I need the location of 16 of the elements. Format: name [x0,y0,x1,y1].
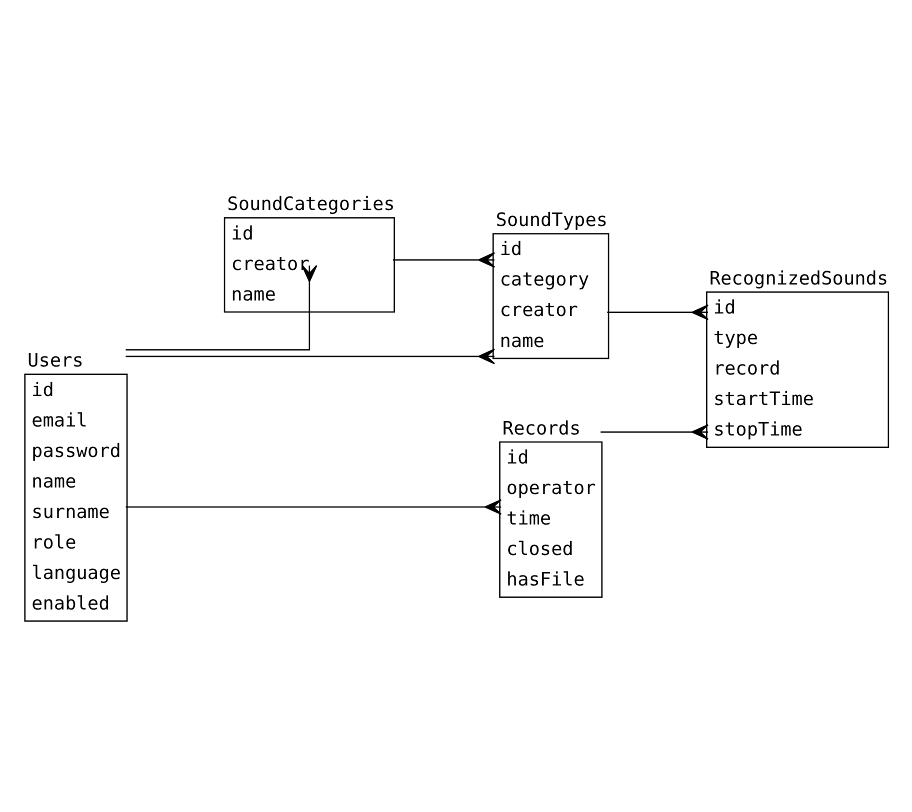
connector [607,304,709,320]
node-box: id operator time closed hasFile [499,440,603,598]
node-label: Users [28,350,84,372]
node-box: id email password name surname role language enabled [24,373,128,622]
node-label: SoundTypes [496,210,608,231]
node-box: id creator name [224,216,395,312]
connector [126,498,502,514]
connector [126,264,318,350]
node-label: Records [502,418,581,439]
node-box: id category creator name [492,232,610,359]
node-label: RecognizedSounds [709,268,888,289]
connector [600,424,709,440]
connector [393,252,496,268]
node-label: SoundCategories [227,194,395,215]
node-box: id type record startTime stopTime [706,290,890,448]
connector [126,348,496,364]
